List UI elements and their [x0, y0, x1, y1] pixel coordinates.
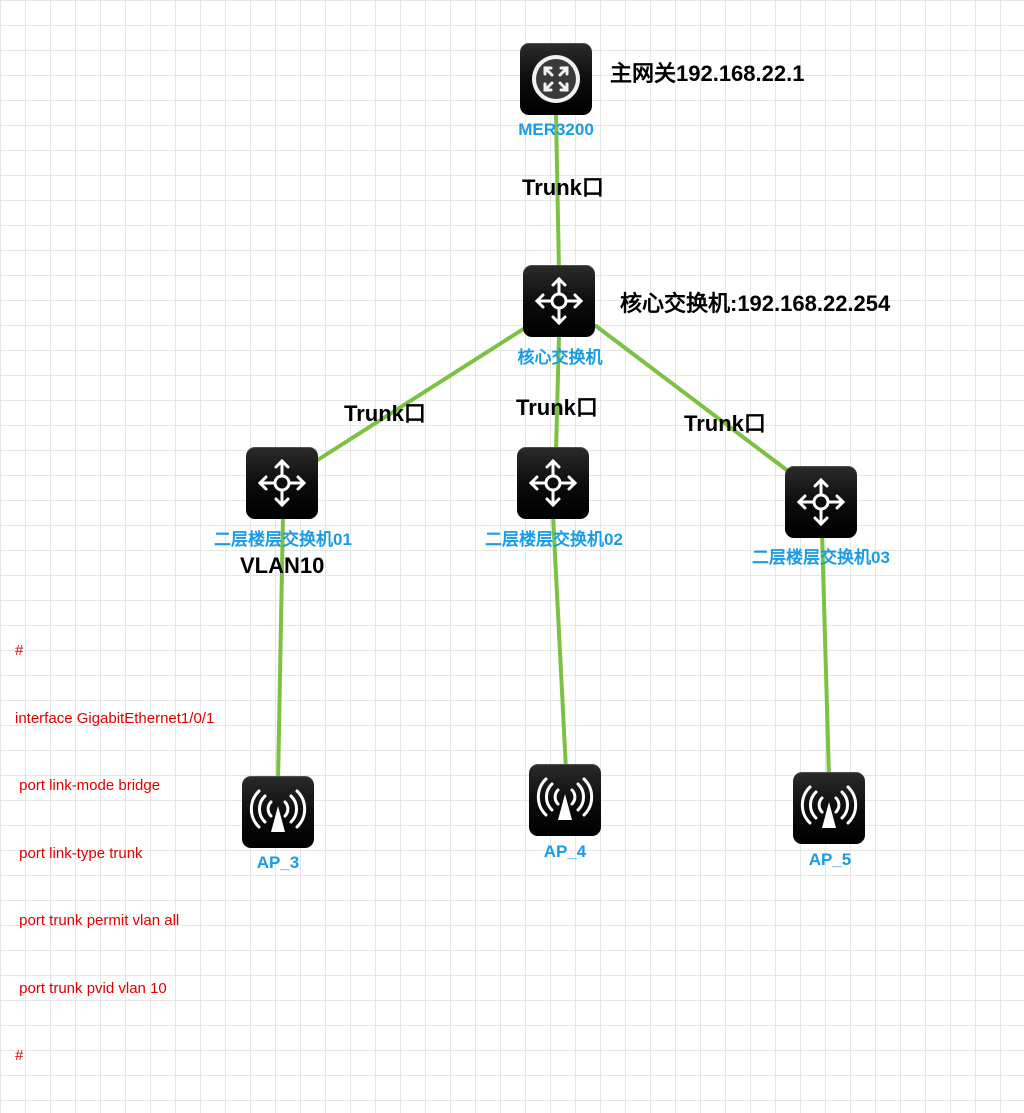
switch-icon: [534, 276, 584, 326]
floor-switch-01-device[interactable]: [246, 447, 318, 519]
ap-4-label: AP_4: [543, 842, 587, 861]
access-point-icon: [800, 785, 858, 828]
link-sw01-ap3: [276, 513, 285, 784]
core-switch-label: 核心交换机: [517, 348, 603, 367]
floor-switch-01-label: 二层楼层交换机01: [214, 530, 352, 549]
floor-switch-02-label: 二层楼层交换机02: [485, 530, 623, 549]
trunk-label-core-sw02: Trunk口: [516, 395, 598, 420]
config-line: #: [15, 1047, 24, 1064]
switch-icon: [528, 458, 578, 508]
ap-4-device[interactable]: [529, 764, 601, 836]
ap-3-device[interactable]: [242, 776, 314, 848]
router-icon: [532, 55, 580, 103]
link-sw03-ap5: [820, 530, 831, 780]
ap-5-device[interactable]: [793, 772, 865, 844]
link-core-sw01: [303, 324, 530, 470]
ap-5-label: AP_5: [808, 850, 852, 869]
config-line: port link-mode bridge: [15, 777, 161, 794]
config-line: port trunk pvid vlan 10: [15, 979, 167, 997]
config-line: #: [15, 642, 24, 659]
vlan-label: VLAN10: [240, 553, 325, 578]
access-point-icon: [536, 777, 594, 820]
link-lines: [276, 113, 831, 784]
config-line: interface GigabitEthernet1/0/1: [15, 709, 215, 727]
link-core-sw02: [554, 333, 561, 454]
router-ip-annotation: 主网关192.168.22.1: [610, 61, 805, 86]
switch-icon: [796, 477, 846, 527]
core-switch-ip-annotation: 核心交换机:192.168.22.254: [620, 291, 891, 316]
trunk-label-router-core: Trunk口: [522, 175, 604, 200]
link-router-core: [554, 113, 561, 274]
interface-config-block: # interface GigabitEthernet1/0/1 port li…: [15, 595, 214, 1113]
link-core-sw03: [594, 324, 802, 482]
switch-icon: [257, 458, 307, 508]
floor-switch-02-device[interactable]: [517, 447, 589, 519]
access-point-icon: [249, 789, 307, 832]
link-sw02-ap4: [551, 513, 568, 772]
trunk-label-core-sw03: Trunk口: [684, 411, 766, 436]
router-label: MER3200: [518, 120, 594, 139]
config-line: port link-type trunk: [15, 844, 143, 862]
floor-switch-03-label: 二层楼层交换机03: [752, 548, 890, 567]
ap-3-label: AP_3: [256, 853, 300, 872]
config-line: port trunk permit vlan all: [15, 912, 180, 929]
trunk-label-core-sw01: Trunk口: [344, 401, 426, 426]
core-switch-device[interactable]: [523, 265, 595, 337]
router-device[interactable]: [520, 43, 592, 115]
network-topology-diagram: MER3200 核心交换机 二层楼层交换机01 二层楼层交换机02 二层楼层交换…: [15, 43, 891, 1064]
floor-switch-03-device[interactable]: [785, 466, 857, 538]
